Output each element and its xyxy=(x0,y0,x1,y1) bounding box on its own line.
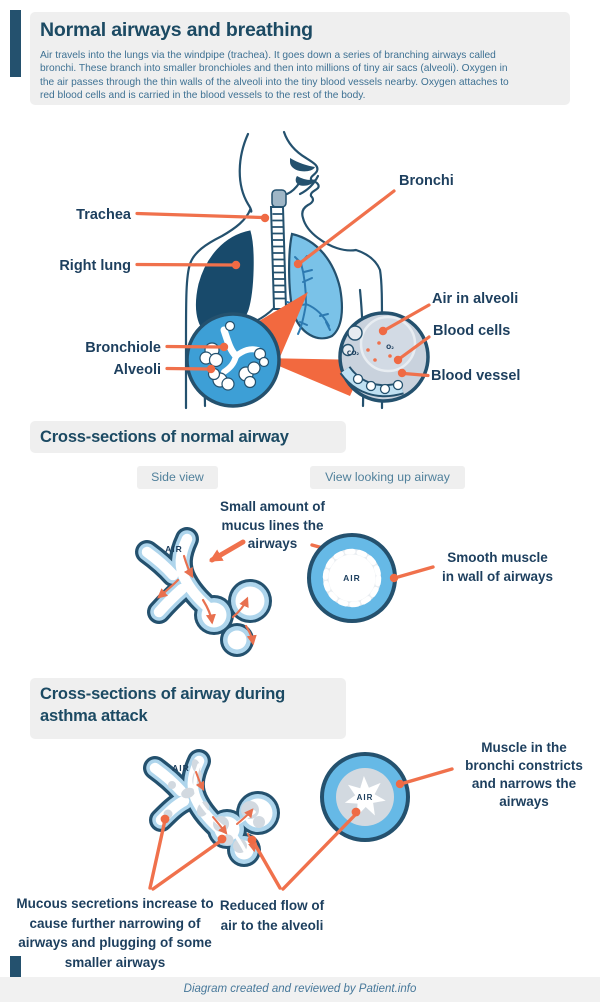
air-label-normal-side: AIR xyxy=(165,544,183,554)
bronchial-tree xyxy=(286,255,331,335)
left-edge-mark-top xyxy=(10,10,21,77)
page-title: Normal airways and breathing xyxy=(40,19,313,41)
o2-micro-label: O₂ xyxy=(386,344,394,351)
footer-bar xyxy=(0,977,600,1002)
anatomy-leader-dots xyxy=(206,213,407,378)
muscle-constricts-leader xyxy=(402,767,454,785)
label-muscle-constricts: Muscle in the bronchi constricts and nar… xyxy=(465,740,583,809)
label-bronchiole: Bronchiole xyxy=(85,340,161,356)
narrowed-lumen xyxy=(344,776,386,817)
footer-text: Diagram created and reviewed by Patient.… xyxy=(183,983,417,995)
label-reduced-flow: Reduced flow of air to the alveoli xyxy=(219,898,325,933)
chip-side-view: Side view xyxy=(137,466,218,489)
body-outline xyxy=(184,130,384,410)
air-label-normal-ring: AIR xyxy=(343,573,361,583)
normal-side-view-diagram: AIR xyxy=(135,527,352,657)
airflow-arrows-asthma xyxy=(195,771,258,853)
label-blood-vessel: Blood vessel xyxy=(431,368,521,384)
anatomy-leader-lines xyxy=(135,189,431,378)
chip-view-up-airway: View looking up airway xyxy=(310,466,465,489)
anatomy-figure: CO₂ O₂ xyxy=(135,130,431,410)
bottom-leader-lines xyxy=(148,811,359,891)
label-trachea: Trachea xyxy=(76,207,131,223)
label-alveoli: Alveoli xyxy=(113,362,161,378)
inset-alveolus-circle: CO₂ O₂ xyxy=(338,311,430,403)
airflow-arrows-normal xyxy=(157,554,257,646)
right-lung-shape xyxy=(195,230,254,337)
zoom-wedge-bronchiole xyxy=(210,292,308,392)
section-normal-title-box xyxy=(30,421,346,453)
label-mucous-secretions: Mucous secretions increase to cause furt… xyxy=(16,896,214,970)
zoom-wedge-alveolus xyxy=(260,358,366,396)
section-asthma-title-box xyxy=(30,678,346,739)
co2-micro-label: CO₂ xyxy=(347,350,360,357)
section-asthma-title: Cross-sections of airway during asthma a… xyxy=(40,685,286,725)
label-bronchi: Bronchi xyxy=(399,173,454,189)
left-lung-shape xyxy=(288,232,343,340)
label-right-lung: Right lung xyxy=(59,258,131,274)
label-mucus-lining: Small amount of mucus lines the airways xyxy=(219,499,325,551)
header-box xyxy=(30,12,570,105)
air-label-asthma-side: AIR xyxy=(172,763,190,773)
label-air-in-alveoli: Air in alveoli xyxy=(432,291,519,307)
intro-paragraph: Air travels into the lungs via the windp… xyxy=(40,50,509,102)
nasal-cavity xyxy=(290,158,316,186)
label-blood-cells: Blood cells xyxy=(433,323,511,339)
asthma-ring-diagram: AIR xyxy=(320,752,454,842)
air-label-asthma-ring: AIR xyxy=(357,793,374,802)
inset-bronchiole-circle xyxy=(185,312,281,408)
section-normal-title: Cross-sections of normal airway xyxy=(40,428,289,446)
trachea-tube xyxy=(255,189,301,322)
asthma-side-view-diagram: AIR xyxy=(143,749,280,867)
bottom-leader-dots xyxy=(160,807,361,845)
label-smooth-muscle: Smooth muscle in wall of airways xyxy=(441,550,554,584)
mucus-blobs xyxy=(163,759,265,853)
